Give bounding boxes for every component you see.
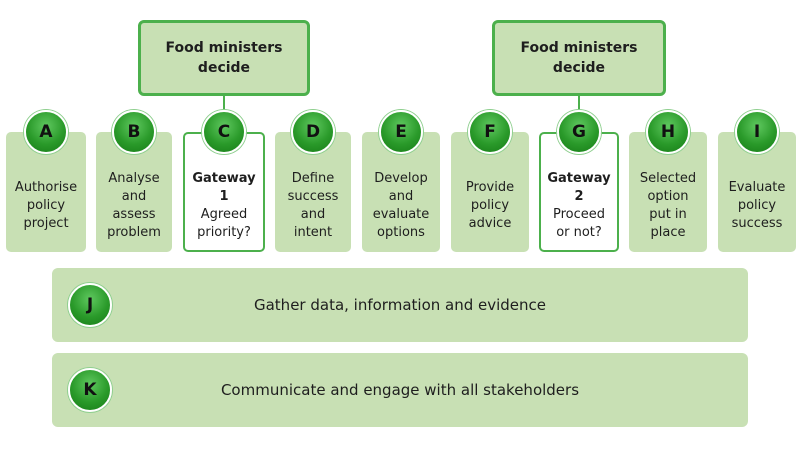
- stage-letter-i: I: [735, 110, 779, 154]
- decision-connector-1: [223, 96, 225, 110]
- ongoing-bar-k: Communicate and engage with all stakehol…: [52, 353, 748, 427]
- decision-box-1: Food ministers decide: [138, 20, 310, 96]
- stage-text: Agreed: [200, 207, 248, 222]
- stage-letter-b: B: [112, 110, 156, 154]
- stage-text: Authorise: [14, 180, 78, 195]
- stage-text: or not?: [556, 225, 602, 240]
- decision-label-line1: Food ministers: [520, 40, 638, 56]
- stage-text: advice: [468, 216, 512, 231]
- stage-text: policy: [26, 198, 66, 213]
- ongoing-label: Gather data, information and evidence: [253, 296, 547, 314]
- stage-letter-d: D: [291, 110, 335, 154]
- stage-text: and: [300, 207, 326, 222]
- stage-text: Selected: [639, 171, 697, 186]
- stage-text: options: [377, 225, 425, 240]
- decision-label-line2: decide: [197, 60, 251, 76]
- stage-text: assess: [112, 207, 156, 222]
- stage-text: Evaluate: [728, 180, 786, 195]
- stage-text: evaluate: [372, 207, 430, 222]
- stage-text: priority?: [197, 225, 251, 240]
- stage-text: policy: [737, 198, 777, 213]
- decision-connector-2: [578, 96, 580, 110]
- stage-text: place: [650, 225, 686, 240]
- stage-text: success: [287, 189, 339, 204]
- stage-card-b: Analyse and assess problem: [96, 132, 172, 252]
- stage-letter-h: H: [646, 110, 690, 154]
- stage-letter-c: C: [202, 110, 246, 154]
- ongoing-label: Communicate and engage with all stakehol…: [220, 381, 580, 399]
- decision-label-line1: Food ministers: [165, 40, 283, 56]
- stage-text: Analyse: [108, 171, 160, 186]
- decision-label-line2: decide: [552, 60, 606, 76]
- stage-text: and: [388, 189, 414, 204]
- stage-text: problem: [107, 225, 161, 240]
- gateway-title: Gateway: [192, 171, 256, 186]
- stage-text: Develop: [374, 171, 428, 186]
- stage-letter-a: A: [24, 110, 68, 154]
- gateway-number: 1: [219, 189, 229, 204]
- stage-text: Provide: [465, 180, 515, 195]
- stage-text: intent: [293, 225, 333, 240]
- stage-text: Proceed: [552, 207, 606, 222]
- stage-card-g-gateway: Gateway 2 Proceed or not?: [539, 132, 619, 252]
- stage-letter-e: E: [379, 110, 423, 154]
- stage-text: option: [647, 189, 689, 204]
- stage-letter-g: G: [557, 110, 601, 154]
- ongoing-letter-k: K: [68, 368, 112, 412]
- ongoing-letter-j: J: [68, 283, 112, 327]
- ongoing-bar-j: Gather data, information and evidence: [52, 268, 748, 342]
- stage-text: put in: [649, 207, 687, 222]
- stage-text: and: [121, 189, 147, 204]
- stage-letter-f: F: [468, 110, 512, 154]
- gateway-title: Gateway: [547, 171, 611, 186]
- decision-box-2: Food ministers decide: [492, 20, 666, 96]
- stage-text: Define: [291, 171, 335, 186]
- stage-text: project: [23, 216, 69, 231]
- stage-text: policy: [470, 198, 510, 213]
- gateway-number: 2: [574, 189, 584, 204]
- stage-text: success: [731, 216, 783, 231]
